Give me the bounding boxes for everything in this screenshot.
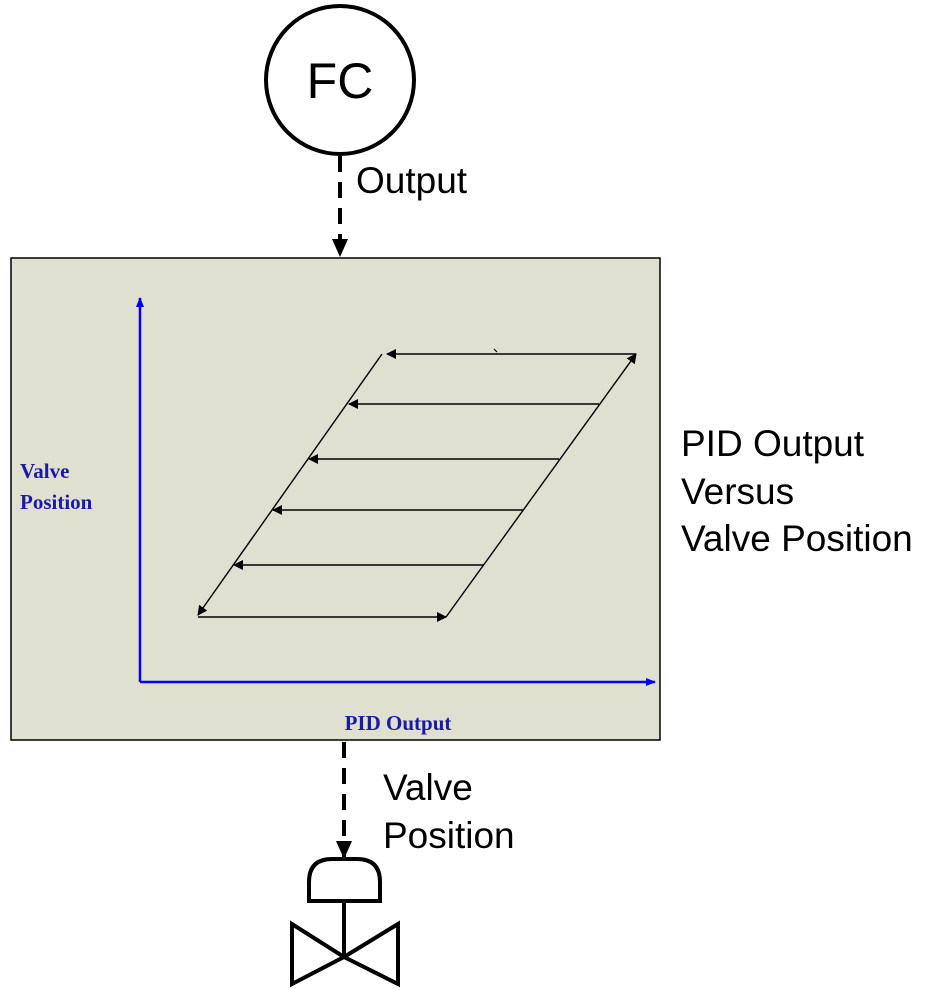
controller-tag: FC: [307, 53, 374, 109]
loop-left-edge: [197, 353, 383, 616]
valve-body: [290, 920, 400, 988]
control-valve-icon: [290, 857, 400, 988]
caption-line1: PID Output: [681, 423, 865, 464]
caption: PID Output Versus Valve Position: [681, 423, 913, 559]
caption-line3: Valve Position: [681, 518, 913, 559]
y-axis-label-line2: Position: [20, 490, 93, 514]
loop-right-edge: [445, 353, 637, 618]
characterizer-box: [10, 257, 661, 741]
valve-actuator: [307, 857, 382, 903]
x-axis-label: PID Output: [345, 711, 452, 735]
loop-tick-mark: [493, 348, 498, 353]
y-axis-label-line1: Valve: [20, 459, 69, 483]
valve-position-label-line1: Valve: [383, 767, 473, 808]
flow-controller: FC: [264, 4, 416, 156]
controller-circle: [264, 4, 416, 156]
caption-line2: Versus: [681, 471, 794, 512]
hysteresis-loop: [197, 348, 637, 622]
valve-position-label-line2: Position: [383, 815, 515, 856]
output-signal-label: Output: [356, 160, 468, 201]
